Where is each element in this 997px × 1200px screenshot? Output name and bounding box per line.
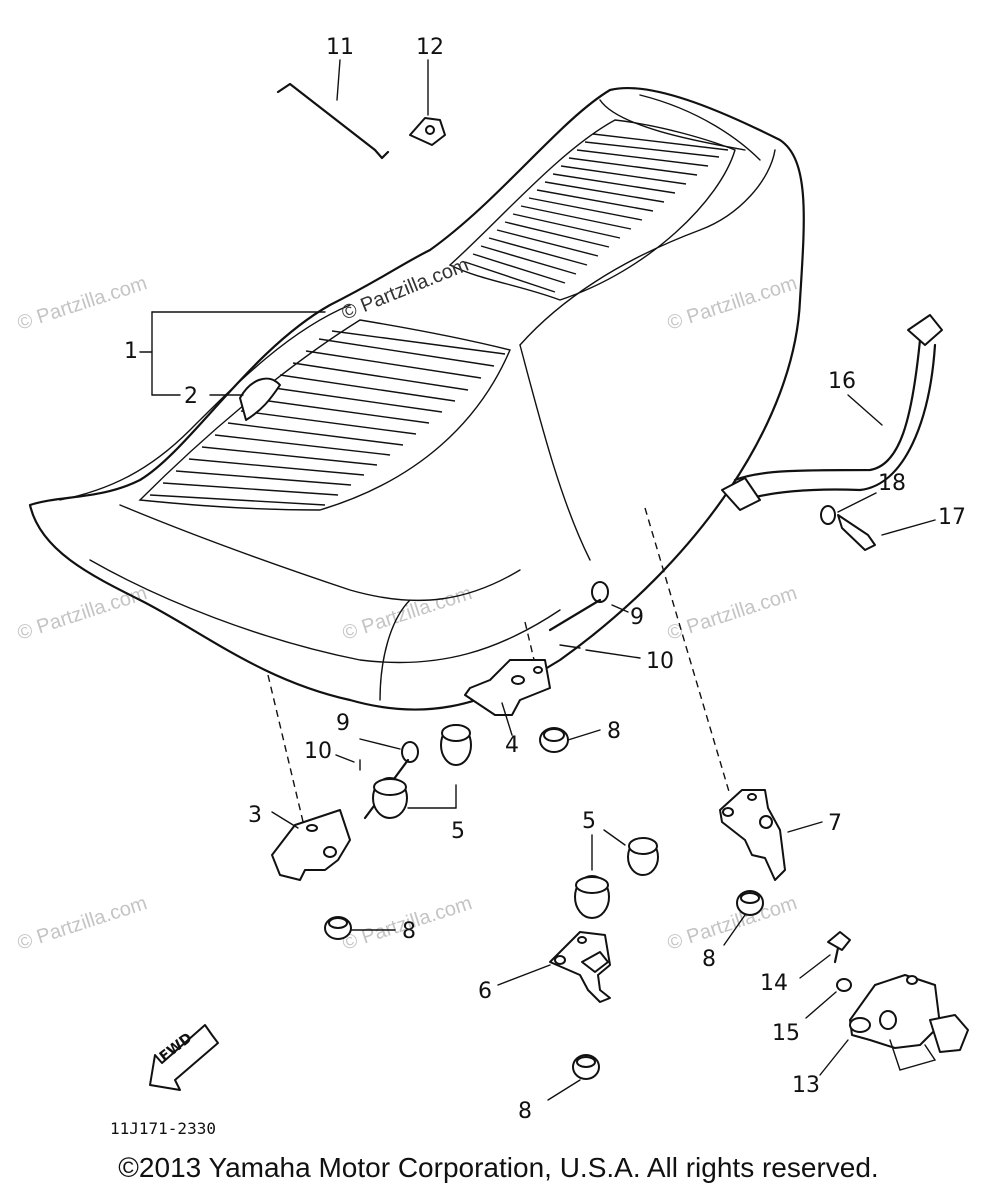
fwd-arrow-icon: FWD (149, 1024, 219, 1091)
callout-5a: 5 (451, 819, 465, 844)
callout-1: 1 (124, 339, 138, 364)
callout-6: 6 (478, 979, 492, 1004)
grab-bar-part (721, 314, 943, 511)
dashed-leader (267, 674, 306, 831)
seat-lock-assembly (819, 974, 969, 1076)
bolt-washer-17-18 (820, 492, 936, 551)
callout-15: 15 (772, 1021, 800, 1046)
seat-assembly: © Partzilla.com (28, 86, 805, 711)
callout-8b: 8 (402, 919, 416, 944)
rod-part (276, 82, 390, 160)
callout-17: 17 (938, 505, 966, 530)
watermark: © Partzilla.com (665, 272, 800, 335)
watermark-grid: © Partzilla.com © Partzilla.com © Partzi… (15, 272, 800, 955)
bracket-front-part (271, 809, 351, 881)
clip-part (409, 59, 446, 146)
callout-5b: 5 (582, 809, 596, 834)
callout-13: 13 (792, 1073, 820, 1098)
grommet-parts (324, 727, 764, 1101)
strap-part (239, 377, 281, 421)
copyright-notice: ©2013 Yamaha Motor Corporation, U.S.A. A… (118, 1152, 879, 1183)
callout-18: 18 (878, 471, 906, 496)
parts-diagram: © Partzilla.com © Partzilla.com © Partzi… (15, 35, 969, 1138)
dashed-leader (644, 507, 731, 796)
watermark: © Partzilla.com (665, 582, 800, 645)
callout-9b: 9 (630, 605, 644, 630)
callout-11: 11 (326, 35, 354, 60)
callout-12: 12 (416, 35, 444, 60)
seat-hook-front-part (497, 931, 611, 1003)
seat-hook-rear-part (719, 789, 823, 881)
callout-4: 4 (505, 733, 519, 758)
watermark: © Partzilla.com (665, 892, 800, 955)
callout-7: 7 (828, 811, 842, 836)
bracket-mid-part (464, 659, 551, 736)
diagram-code: 11J171-2330 (110, 1119, 216, 1138)
watermark: © Partzilla.com (340, 582, 475, 645)
callout-3: 3 (248, 803, 262, 828)
damper-set-left (372, 724, 472, 819)
callout-10a: 10 (304, 739, 332, 764)
screw-washer-14-15 (799, 931, 852, 1019)
bolt-pin-set-upper (548, 581, 641, 659)
watermark: © Partzilla.com (15, 582, 150, 645)
callout-16: 16 (828, 369, 856, 394)
callout-bracket-1-2 (139, 311, 326, 396)
callout-2: 2 (184, 384, 198, 409)
callout-8c: 8 (702, 947, 716, 972)
watermark: © Partzilla.com (15, 272, 150, 335)
callout-14: 14 (760, 971, 788, 996)
callout-8d: 8 (518, 1099, 532, 1124)
callout-10b: 10 (646, 649, 674, 674)
watermark: © Partzilla.com (15, 892, 150, 955)
callout-labels: 1 2 3 4 5 5 6 7 8 8 8 8 9 9 10 10 11 12 … (124, 35, 966, 1124)
callout-8a: 8 (607, 719, 621, 744)
callout-9a: 9 (336, 711, 350, 736)
damper-set-right (574, 829, 659, 919)
